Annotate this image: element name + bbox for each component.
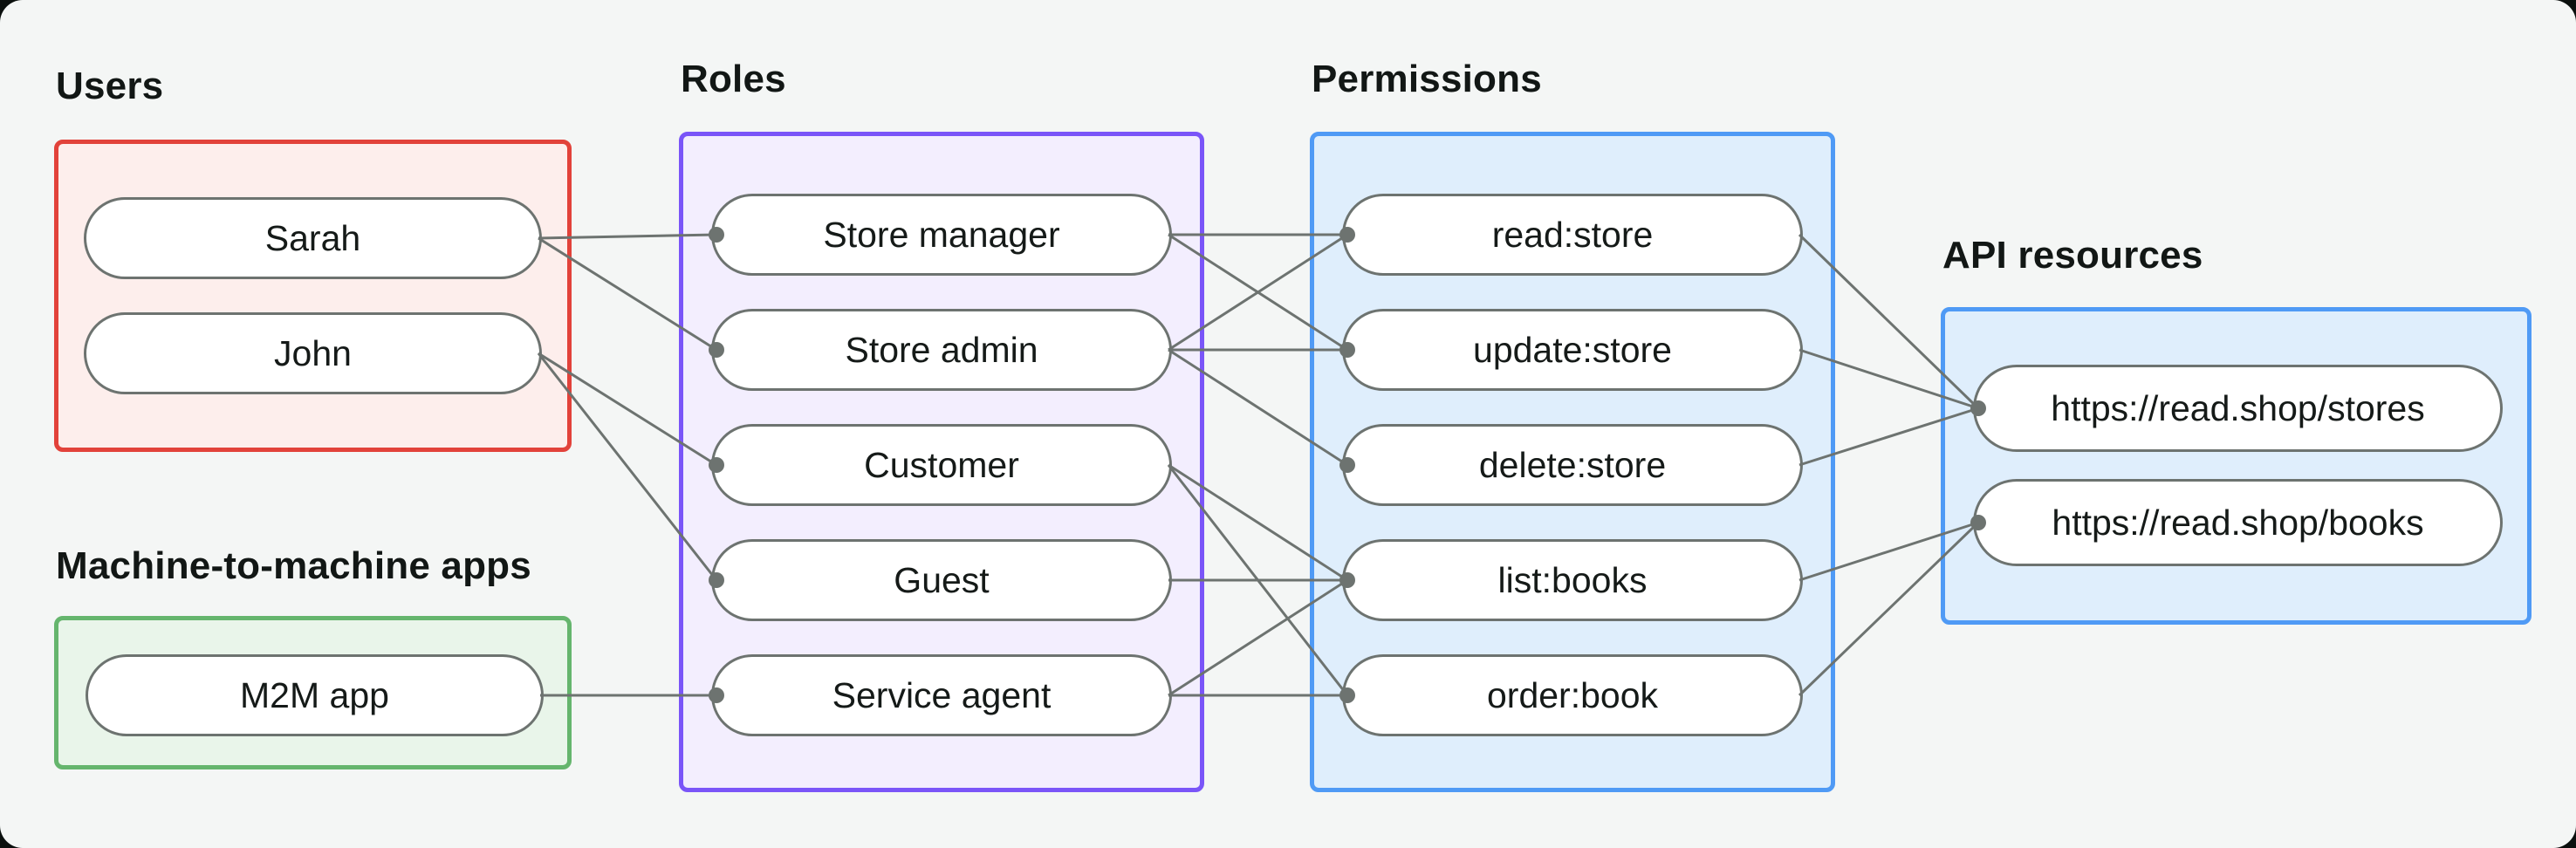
group-label-roles: Roles	[681, 58, 786, 100]
group-label-users: Users	[56, 65, 164, 107]
node-customer: Customer	[711, 424, 1172, 506]
node-list-books: list:books	[1342, 539, 1803, 621]
node-guest: Guest	[711, 539, 1172, 621]
group-box-api	[1941, 307, 2531, 625]
node-service-agent: Service agent	[711, 654, 1172, 736]
group-label-api: API resources	[1942, 234, 2203, 277]
node-read-store: read:store	[1342, 194, 1803, 276]
node-store-admin: Store admin	[711, 309, 1172, 391]
node-store-manager: Store manager	[711, 194, 1172, 276]
group-label-m2m: Machine-to-machine apps	[56, 544, 531, 587]
group-box-users	[54, 140, 572, 452]
node-john: John	[84, 312, 542, 394]
node-stores: https://read.shop/stores	[1973, 365, 2503, 452]
group-label-permissions: Permissions	[1312, 58, 1542, 100]
node-order-book: order:book	[1342, 654, 1803, 736]
node-sarah: Sarah	[84, 197, 542, 279]
node-update-store: update:store	[1342, 309, 1803, 391]
node-books: https://read.shop/books	[1973, 479, 2503, 566]
node-m2m-app: M2M app	[86, 654, 544, 736]
node-delete-store: delete:store	[1342, 424, 1803, 506]
